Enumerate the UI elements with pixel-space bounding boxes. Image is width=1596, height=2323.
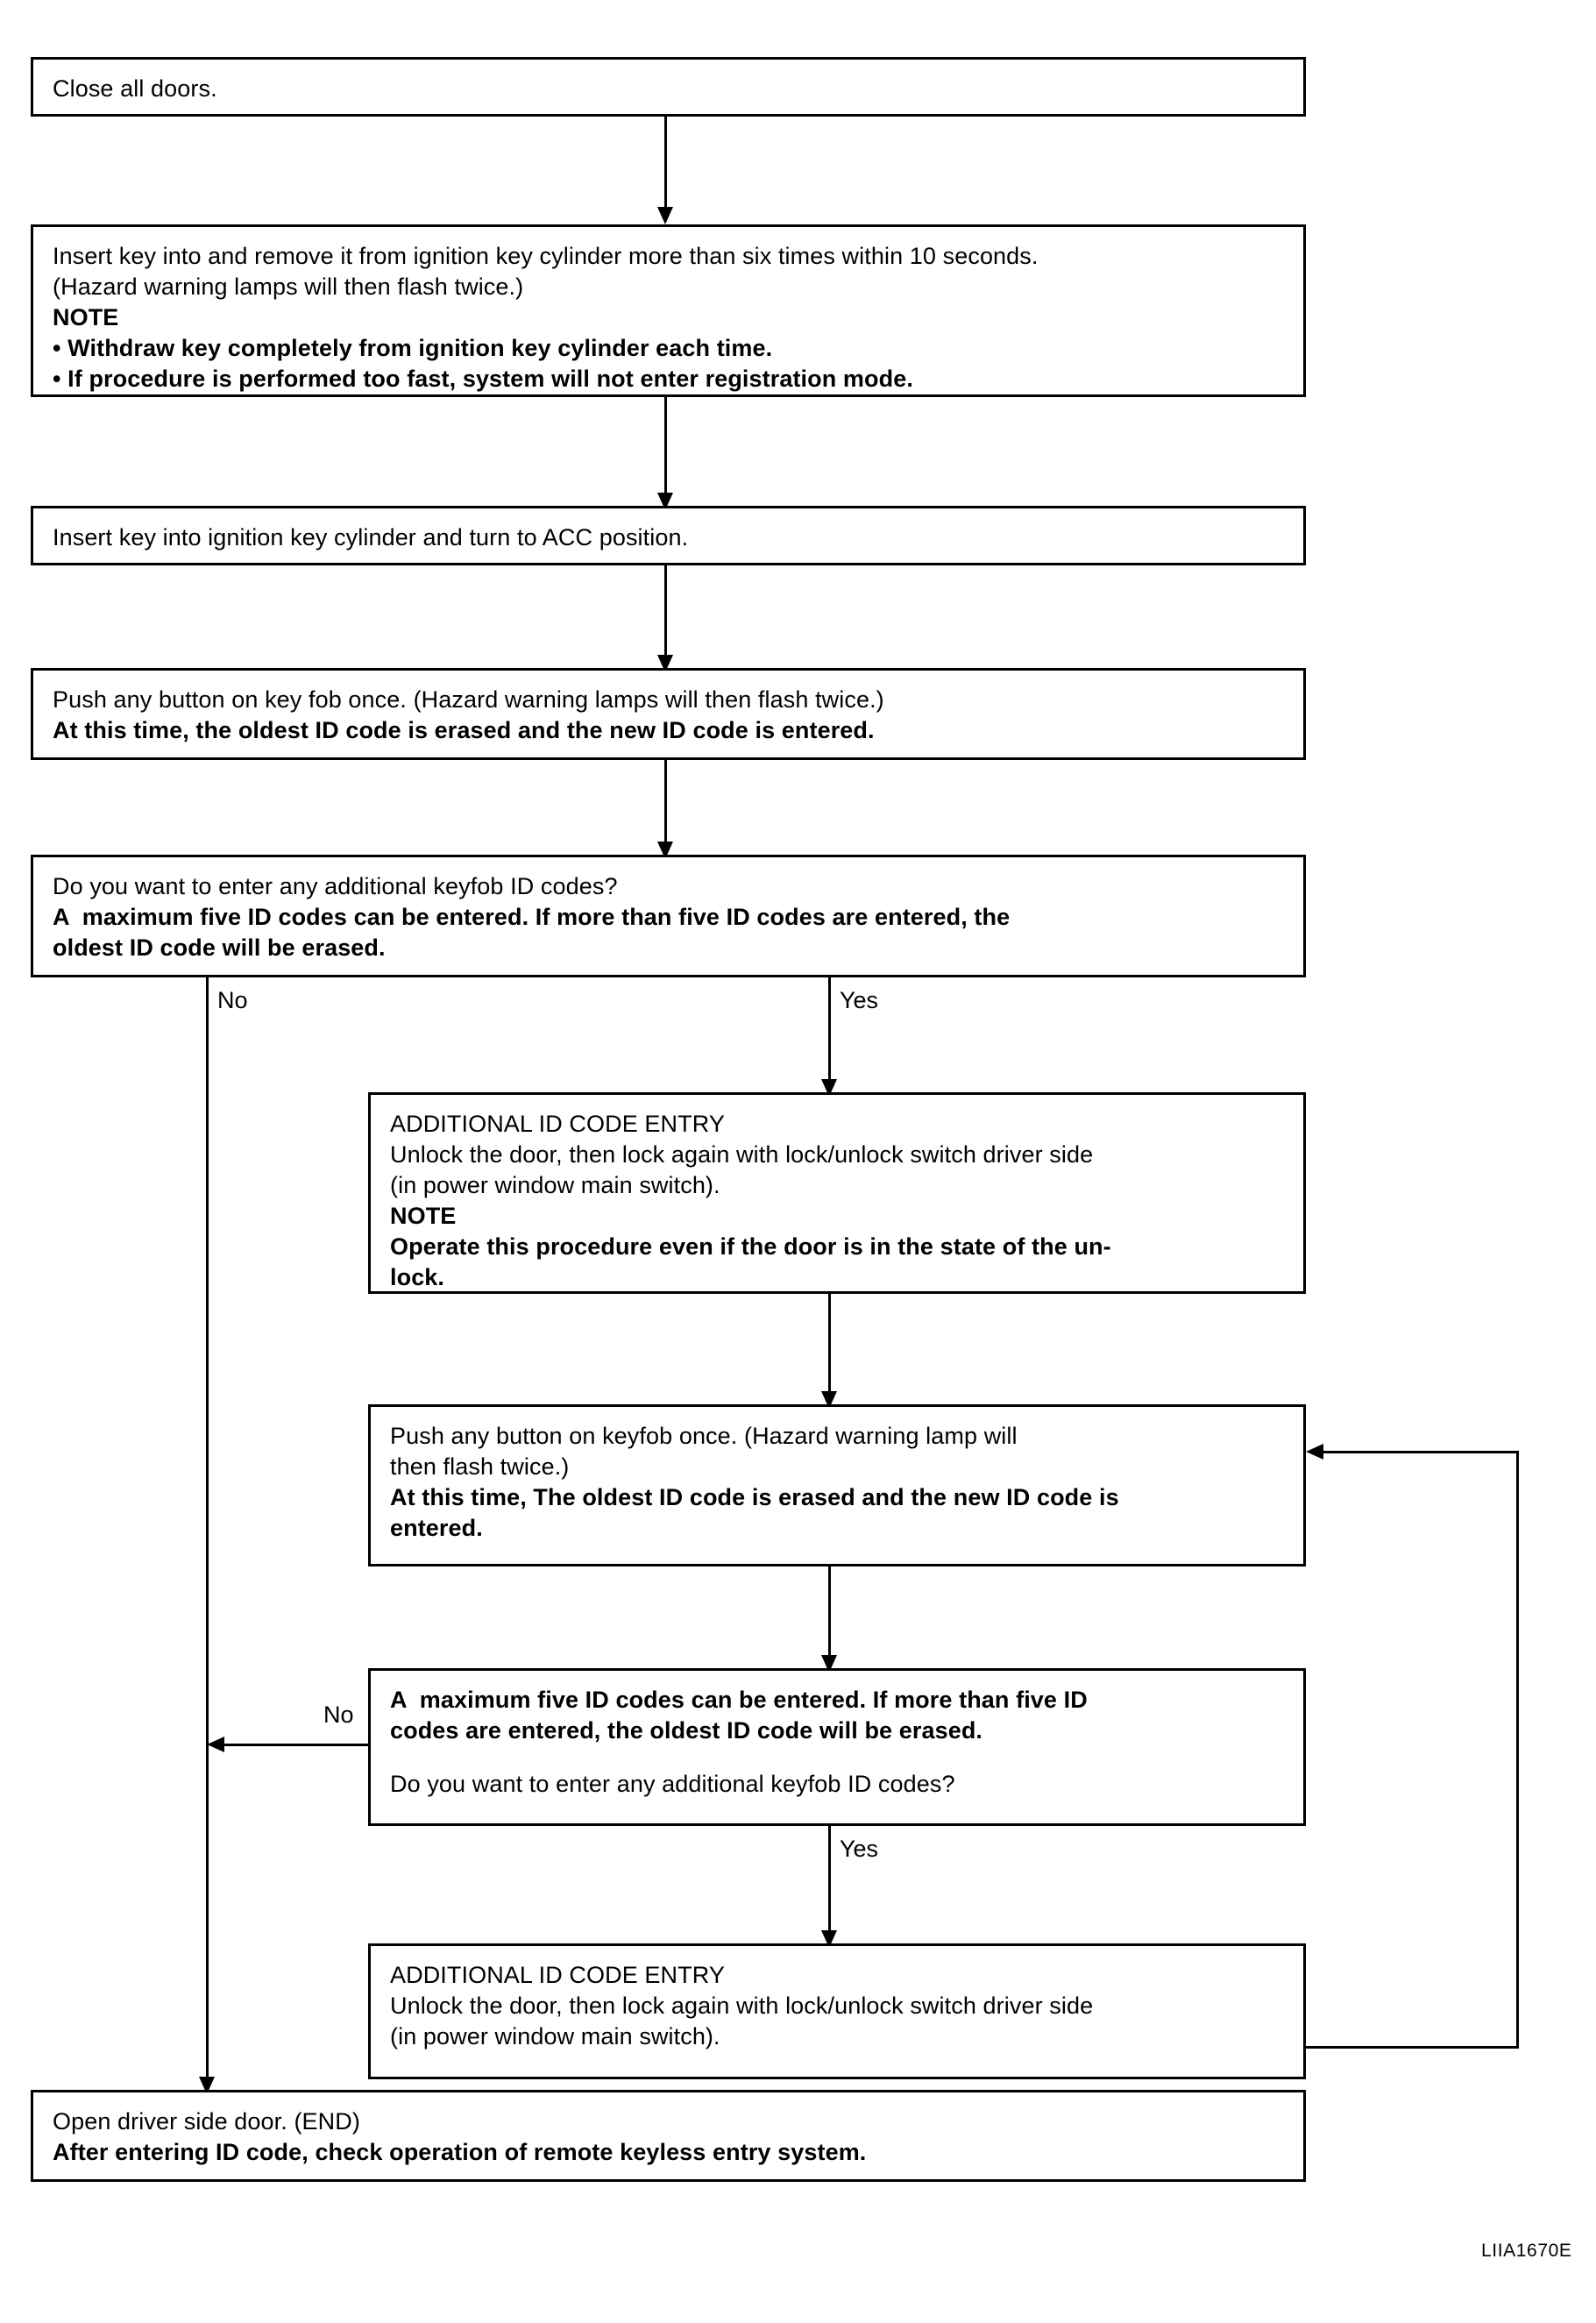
step-box-open-door-end: Open driver side door. (END) After enteri… [31,2090,1306,2182]
step-box-push-keyfob-first: Push any button on key fob once. (Hazard… [31,668,1306,760]
branch-yes-line-first [828,977,831,1091]
box-text-line: (in power window main switch). [390,2023,720,2050]
box-text-line: Insert key into and remove it from ignit… [53,243,1039,269]
box-text-line: A maximum five ID codes can be entered. … [390,1687,1088,1713]
connector-line-6 [828,1294,831,1403]
step-box-additional-entry-second: ADDITIONAL ID CODE ENTRY Unlock the door,… [368,1943,1306,2079]
figure-code-label: LIIA1670E [1481,2241,1572,2261]
box-text-line: NOTE [390,1203,457,1230]
branch-no-line-second [216,1744,370,1746]
step-box-additional-entry-first: ADDITIONAL ID CODE ENTRY Unlock the door,… [368,1092,1306,1294]
box-text-line: entered. [390,1515,483,1542]
box-text-line: codes are entered, the oldest ID code wi… [390,1717,983,1744]
step-box-push-keyfob-second: Push any button on keyfob once. (Hazard … [368,1404,1306,1566]
box-text-line: ADDITIONAL ID CODE ENTRY [390,1962,725,1988]
box-text-line: oldest ID code will be erased. [53,934,386,962]
box-text-line: At this time, The oldest ID code is eras… [390,1484,1119,1511]
step-box-close-all-doors: Close all doors. [31,57,1306,117]
connector-line-7 [828,1566,831,1667]
connector-line-3 [664,565,667,667]
connector-line-4 [664,760,667,854]
decision-box-additional-codes-first: Do you want to enter any additional keyf… [31,855,1306,977]
connector-line-1 [664,117,667,213]
loopback-line-right [1516,1451,1519,2049]
box-text-line: then flash twice.) [390,1453,570,1481]
step-box-turn-to-acc: Insert key into ignition key cylinder an… [31,506,1306,565]
box-text-line: (Hazard warning lamps will then flash tw… [53,274,524,301]
connector-arrow-1 [657,207,673,224]
branch-yes-line-second [828,1826,831,1943]
connector-line-2 [664,397,667,505]
box-text-line: (in power window main switch). [390,1172,720,1199]
box-text-line: Open driver side door. (END) [53,2108,360,2135]
box-text-line: Push any button on keyfob once. (Hazard … [390,1423,1018,1449]
loopback-line-top [1323,1451,1519,1453]
box-text-line: Close all doors. [53,75,217,102]
box-text-line: • If procedure is performed too fast, sy… [53,366,913,393]
box-text-line: ADDITIONAL ID CODE ENTRY [390,1111,725,1137]
decision-box-additional-codes-second: A maximum five ID codes can be entered. … [368,1668,1306,1826]
box-text-line: lock. [390,1264,445,1291]
box-text-line: • Withdraw key completely from ignition … [53,335,773,362]
box-text-line: Push any button on key fob once. (Hazard… [53,686,884,713]
box-text-line: At this time, the oldest ID code is eras… [53,717,875,744]
loopback-line-bottom [1306,2046,1519,2049]
box-text-line: Unlock the door, then lock again with lo… [390,1141,1094,1169]
box-text-line: Unlock the door, then lock again with lo… [390,1993,1094,2020]
box-text-line: Insert key into ignition key cylinder an… [53,524,689,551]
branch-label-yes-first: Yes [840,987,879,1013]
branch-no-arrow-second [207,1737,224,1752]
box-text-line: Operate this procedure even if the door … [390,1233,1111,1261]
branch-label-yes-second: Yes [840,1836,879,1862]
loopback-arrow [1306,1444,1323,1460]
box-text-line: Do you want to enter any additional keyf… [53,873,618,899]
branch-label-no-second: No [323,1701,354,1728]
box-text-line: Do you want to enter any additional keyf… [390,1771,955,1798]
branch-no-line-first [206,977,209,2089]
branch-label-no-first: No [217,987,248,1013]
box-text-line: After entering ID code, check operation … [53,2139,867,2166]
box-text-line: NOTE [53,304,119,331]
box-text-line: A maximum five ID codes can be entered. … [53,904,1011,931]
step-box-insert-remove-key: Insert key into and remove it from ignit… [31,224,1306,397]
